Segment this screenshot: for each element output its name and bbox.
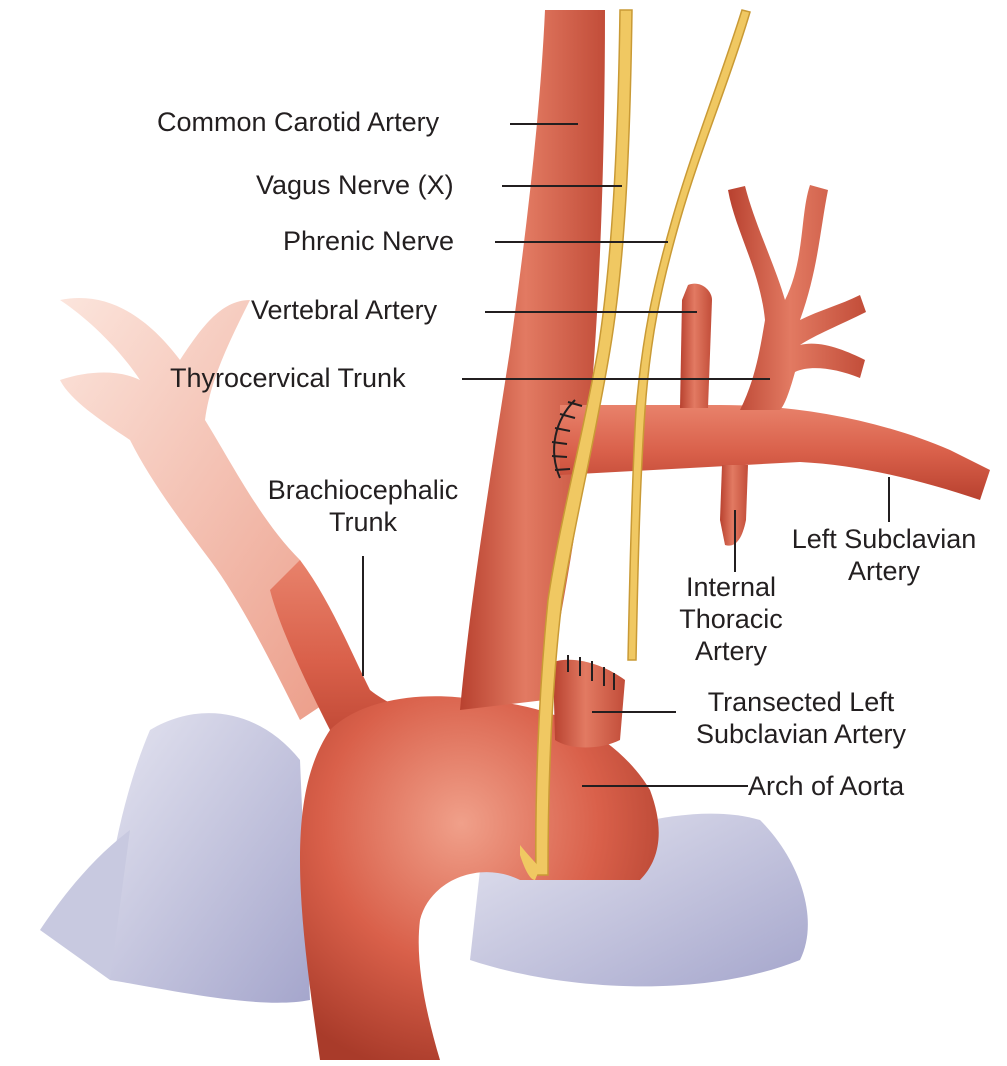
aortic-arch (300, 696, 659, 1060)
vagus-nerve (535, 9, 633, 876)
label-line: Left Subclavian (791, 524, 977, 554)
label-vagus-nerve: Vagus Nerve (X) (256, 170, 454, 200)
stump-sutures (567, 655, 615, 690)
label-line: Transected Left (707, 687, 895, 717)
label-brachiocephalic-trunk: Brachiocephalic Trunk (243, 474, 483, 538)
label-vertebral-artery: Vertebral Artery (251, 295, 438, 325)
anastomosis-sutures (551, 399, 583, 479)
label-transected-left-subclavian-artery: Transected Left Subclavian Artery (666, 686, 936, 750)
label-line: Internal (685, 572, 777, 602)
brachiocephalic-branches (60, 298, 345, 720)
label-thyrocervical-trunk: Thyrocervical Trunk (170, 363, 406, 393)
thyrocervical-trunk (728, 185, 866, 410)
label-line: Trunk (328, 507, 397, 537)
label-left-subclavian-artery: Left Subclavian Artery (766, 523, 1002, 587)
left-subclavian-artery (560, 405, 990, 500)
label-line: Brachiocephalic (267, 475, 459, 505)
label-common-carotid-artery: Common Carotid Artery (157, 107, 440, 137)
transected-stump (553, 659, 625, 748)
internal-thoracic-artery (720, 465, 748, 546)
leader-lines (362, 123, 890, 787)
common-carotid-artery (460, 10, 605, 710)
label-internal-thoracic-artery: Internal Thoracic Artery (656, 571, 806, 667)
label-line: Subclavian Artery (695, 719, 907, 749)
brachiocephalic-trunk (270, 560, 470, 764)
label-line: Artery (847, 556, 920, 586)
vagus-nerve-lower (520, 845, 540, 880)
label-line: Thoracic (679, 604, 783, 634)
vertebral-artery (680, 283, 712, 408)
phrenic-nerve (627, 9, 751, 661)
label-line: Artery (694, 636, 767, 666)
label-arch-of-aorta: Arch of Aorta (748, 771, 905, 801)
label-phrenic-nerve: Phrenic Nerve (283, 226, 455, 256)
